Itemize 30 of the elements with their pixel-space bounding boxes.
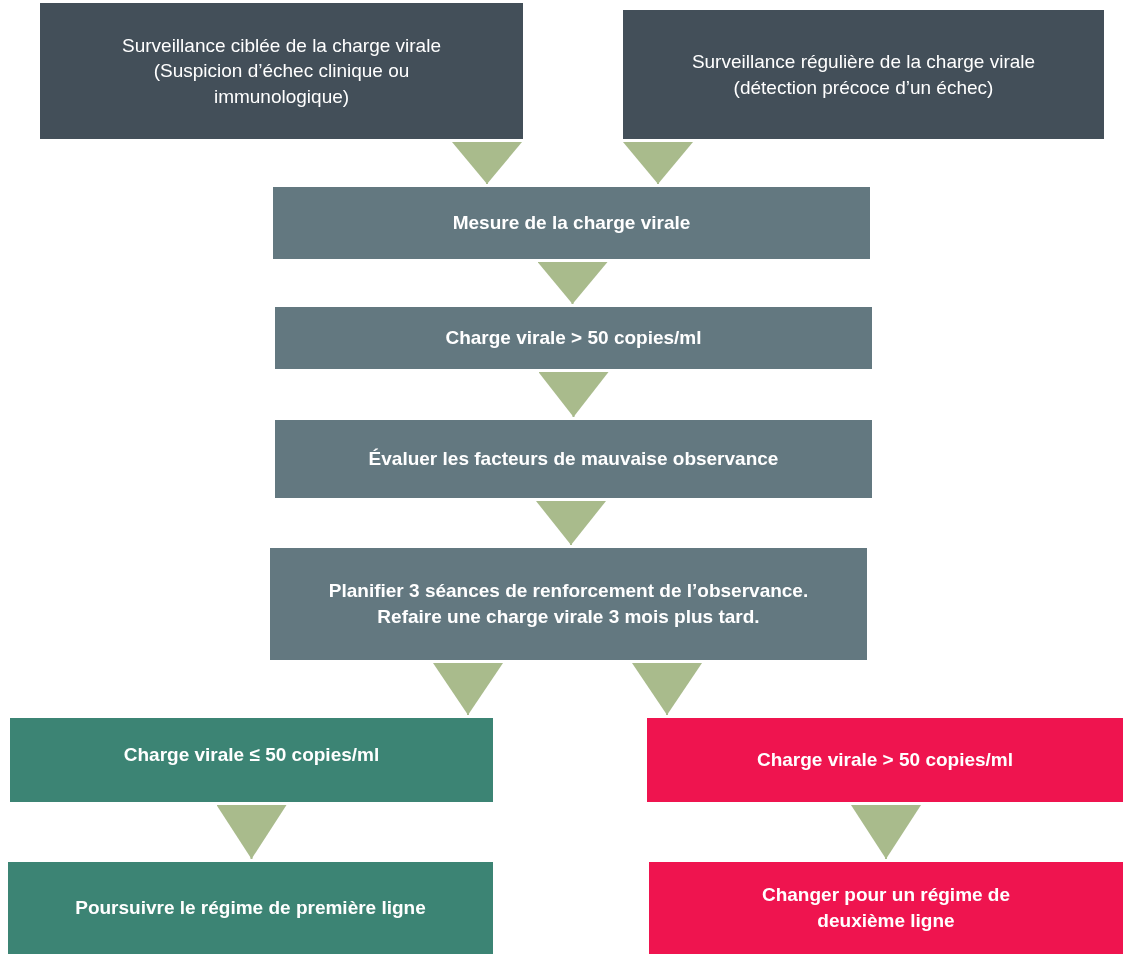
box-text: Refaire une charge virale 3 mois plus tard. bbox=[377, 605, 760, 629]
box-text: Poursuivre le régime de première ligne bbox=[75, 896, 426, 921]
box-text: Planifier 3 séances de renforcement de l’observance. bbox=[328, 579, 809, 604]
arrow bbox=[433, 662, 503, 716]
box-text: Changer pour un régime de deuxième ligne bbox=[760, 883, 1012, 933]
process-box bbox=[8, 862, 493, 954]
arrow bbox=[537, 261, 608, 305]
box-text: Évaluer les facteurs de mauvaise observance bbox=[368, 447, 779, 472]
process-box bbox=[275, 420, 872, 498]
arrow bbox=[623, 141, 693, 185]
arrow bbox=[536, 500, 606, 546]
box-text: Surveillance ciblée de la charge virale (Suspicion d’échec clinique ou immunologique) bbox=[121, 33, 442, 109]
arrow bbox=[216, 804, 287, 860]
process-box bbox=[270, 548, 867, 660]
process-box bbox=[649, 862, 1123, 954]
box-text: Charge virale ≤ 50 copies/ml bbox=[123, 743, 380, 767]
process-box bbox=[275, 307, 872, 369]
box-text: Charge virale > 50 copies/ml bbox=[445, 326, 702, 351]
process-box bbox=[40, 3, 523, 139]
process-box bbox=[623, 10, 1104, 139]
box-text: Surveillance régulière de la charge virale (détection précoce d’un échec) bbox=[690, 49, 1037, 100]
process-box bbox=[273, 187, 870, 259]
process-box bbox=[10, 718, 493, 802]
arrow bbox=[851, 804, 921, 860]
arrow bbox=[538, 371, 609, 418]
arrow bbox=[632, 662, 702, 716]
box-text: Charge virale > 50 copies/ml bbox=[756, 748, 1014, 773]
box-text: Mesure de la charge virale bbox=[452, 211, 691, 236]
process-box bbox=[647, 718, 1123, 802]
arrow bbox=[452, 141, 522, 185]
